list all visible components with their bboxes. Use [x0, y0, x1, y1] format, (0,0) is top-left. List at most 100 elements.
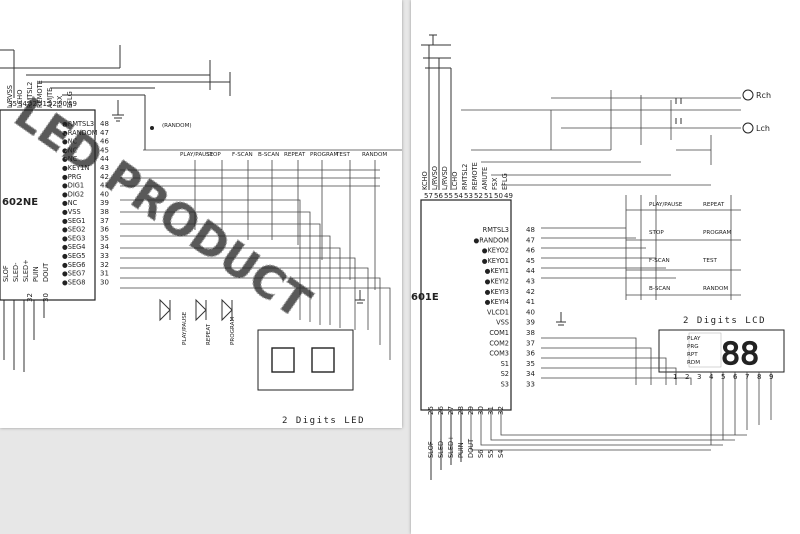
- right-top-pin-label: KCHO: [421, 171, 429, 190]
- left-right-pin-label: ●PRG: [62, 173, 81, 181]
- right-top-pins: KCHO57L/RVSO56L/RVSD55LCHO54RMTSL253REMO…: [421, 162, 513, 200]
- right-right-pin-number: 36: [526, 350, 535, 358]
- right-right-pin-number: 34: [526, 370, 535, 378]
- output-rch-label: Rch: [756, 91, 771, 100]
- left-right-pin-number: 47: [100, 129, 109, 137]
- right-bottom-pin-label: S5: [487, 450, 495, 458]
- right-top-pin-label: EFLG: [501, 173, 509, 190]
- right-right-pin-number: 44: [526, 267, 535, 275]
- left-top-pin-label: L/RVSS: [6, 85, 14, 108]
- left-right-pin-number: 40: [100, 190, 109, 198]
- right-right-pin-number: 38: [526, 329, 535, 337]
- lcd-digits: 88: [721, 337, 759, 372]
- left-right-pin-number: 45: [100, 146, 109, 154]
- left-bottom-pin-number: 32: [26, 293, 34, 302]
- left-right-pin-label: ●SEG7: [62, 270, 85, 278]
- lcd-pin-number: 7: [745, 373, 749, 381]
- right-bottom-pin-label: S6: [477, 450, 485, 458]
- left-top-pin-number: 35: [8, 100, 17, 108]
- left-schematic-diagram: [0, 45, 402, 391]
- left-right-pin-number: 46: [100, 138, 109, 146]
- right-top-pin-number: 53: [464, 192, 473, 200]
- right-right-pin-label: ●KEYI2: [485, 278, 509, 286]
- left-right-pin-number: 34: [100, 243, 109, 251]
- lcd-indicator-label: RDM: [687, 360, 700, 366]
- left-right-pin-number: 31: [100, 270, 109, 278]
- right-right-pin-label: COM2: [489, 339, 509, 347]
- right-right-pin-label: COM3: [489, 350, 509, 358]
- left-top-pin-label: REMOTE: [36, 80, 44, 108]
- right-switch-label: TEST: [702, 258, 718, 264]
- right-right-pin-label: ●RANDOM: [474, 236, 510, 244]
- right-top-pin-number: 51: [484, 192, 493, 200]
- left-bottom-pin-label: SLOF: [2, 265, 10, 282]
- left-led-label: REPEAT: [206, 323, 212, 345]
- left-switch-label: TEST: [335, 152, 351, 158]
- right-bottom-pin-label: SLOF: [427, 441, 435, 458]
- left-top-pin-label: AMJTE: [46, 88, 54, 108]
- left-top-pin-label: RMTSL2: [26, 82, 34, 108]
- left-right-pin-label: ●SEG2: [62, 226, 85, 234]
- right-top-pin-number: 57: [424, 192, 433, 200]
- left-right-pin-number: 41: [100, 182, 109, 190]
- right-right-pin-label: VSS: [496, 319, 509, 327]
- right-right-pin-number: 48: [526, 226, 535, 234]
- output-lch-label: Lch: [756, 124, 770, 133]
- left-switch-label: B-SCAN: [258, 152, 279, 158]
- right-right-pin-number: 43: [526, 278, 535, 286]
- left-right-pin-number: 30: [100, 278, 109, 286]
- left-switch-label: REPEAT: [284, 152, 306, 158]
- left-top-pin-number: 50: [58, 100, 67, 108]
- right-switch-label: REPEAT: [703, 202, 725, 208]
- right-display-title: 2 Digits LCD: [683, 316, 766, 326]
- right-bottom-pin-label: S4: [497, 450, 505, 458]
- right-right-pin-number: 37: [526, 339, 535, 347]
- left-right-pin-label: ●DIG2: [62, 190, 84, 198]
- left-right-pin-number: 42: [100, 173, 109, 181]
- right-right-pin-number: 47: [526, 236, 535, 244]
- right-schematic-labels: 601E KCHO57L/RVSO56L/RVSD55LCHO54RMTSL25…: [411, 91, 773, 458]
- left-right-pin-label: ●SEG8: [62, 278, 85, 286]
- right-bottom-pin-number: 28: [457, 406, 465, 415]
- left-right-pin-label: ●RMTSL3: [62, 120, 94, 128]
- left-top-pin-number: 52: [28, 100, 37, 108]
- left-top-pin-number: 54: [18, 100, 27, 108]
- lcd-pin-number: 2: [685, 373, 689, 381]
- left-bottom-pin-label: DOUT: [42, 262, 50, 282]
- lcd-pin-number: 9: [769, 373, 773, 381]
- right-right-pin-number: 39: [526, 319, 535, 327]
- left-top-pin-number: 49: [68, 100, 77, 108]
- left-right-pin-number: 44: [100, 155, 109, 163]
- right-right-pin-number: 35: [526, 360, 535, 368]
- left-right-pin-label: ●KEY1N: [62, 164, 89, 172]
- left-right-pin-label: ●SEG3: [62, 234, 85, 242]
- left-display-title: 2 Digits LED: [282, 416, 365, 426]
- right-bottom-pins: 25SLOF26SLED-27SLED+28PUIN29DOUT30S631S5…: [427, 406, 505, 458]
- left-right-pin-label: ●NC: [62, 199, 78, 207]
- right-bottom-pin-number: 32: [497, 406, 505, 415]
- right-bottom-pin-number: 27: [447, 406, 455, 415]
- left-right-pin-number: 43: [100, 164, 109, 172]
- right-bottom-pin-number: 26: [437, 406, 445, 415]
- right-right-pin-number: 46: [526, 247, 535, 255]
- left-right-pin-label: ●NC: [62, 146, 78, 154]
- left-right-pin-number: 38: [100, 208, 109, 216]
- right-switch-label: STOP: [649, 230, 664, 236]
- right-top-pin-label: AMUTE: [481, 167, 489, 190]
- right-bottom-pin-number: 25: [427, 406, 435, 415]
- right-top-pin-label: REMOTE: [471, 162, 479, 190]
- lcd-pin-number: 3: [697, 373, 701, 381]
- right-right-pin-label: S2: [501, 370, 509, 378]
- lcd-pin-number: 1: [673, 373, 677, 381]
- left-switch-label: STOP: [206, 152, 221, 158]
- left-right-pin-label: ●NC: [62, 155, 78, 163]
- left-top-pin-label: LCHO: [16, 90, 24, 108]
- left-switch-label: RANDOM: [362, 152, 387, 158]
- right-bottom-pin-label: SLED+: [447, 435, 455, 458]
